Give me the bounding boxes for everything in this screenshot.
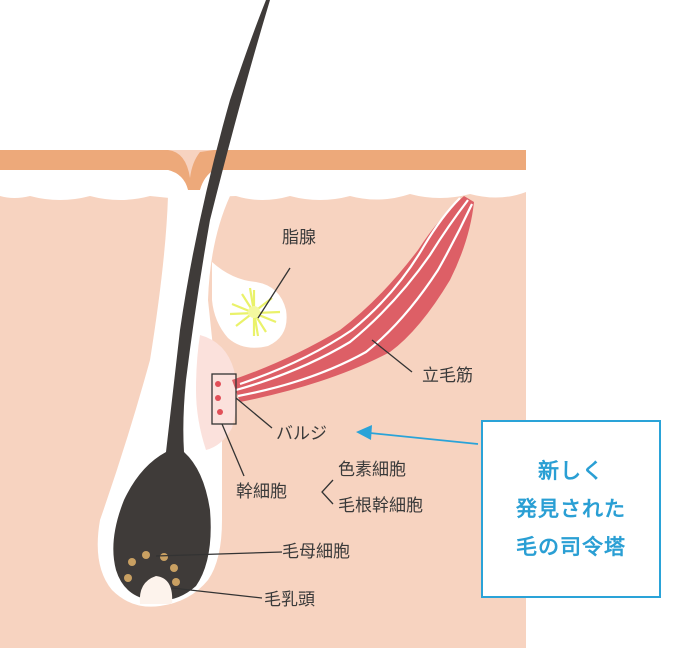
leader-lines	[155, 267, 413, 599]
label-dermal-papilla: 毛乳頭	[264, 590, 315, 610]
hair-shaft	[113, 0, 270, 601]
label-pigment-stem: 色素細胞	[338, 460, 406, 480]
callout-arrow-head	[356, 425, 372, 440]
arrector-pili-muscle	[232, 196, 474, 402]
label-matrix-cells: 毛母細胞	[282, 542, 350, 562]
muscle-fibers	[235, 197, 473, 398]
callout-line-2: 発見された	[516, 497, 626, 521]
callout-line-1: 新しく	[538, 459, 604, 483]
epidermis-white-band	[0, 170, 526, 200]
sebaceous-core	[248, 306, 260, 318]
bulge-highlight-box	[211, 373, 237, 425]
label-stem-cells: 幹細胞	[236, 482, 287, 502]
matrix-cell-dots	[124, 551, 180, 586]
callout-line-3: 毛の司令塔	[516, 535, 626, 559]
label-hair-stem: 毛根幹細胞	[338, 496, 423, 516]
callout-arrow-line	[369, 432, 479, 445]
dermal-papilla	[139, 576, 173, 604]
callout-box: 新しく 発見された 毛の司令塔	[481, 420, 661, 598]
bulge-stem-cell-dots	[215, 381, 223, 415]
label-sebaceous-gland: 脂腺	[282, 228, 316, 248]
label-bulge: バルジ	[276, 424, 327, 444]
bulge-region	[196, 335, 237, 450]
label-arrector-pili: 立毛筋	[422, 366, 473, 386]
